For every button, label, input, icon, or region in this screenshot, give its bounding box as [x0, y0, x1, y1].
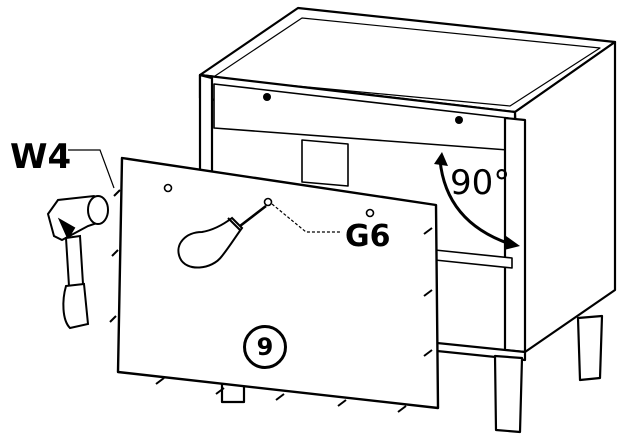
panel-screws: [163, 183, 375, 218]
step-number-badge: 9: [243, 325, 287, 369]
leg-front-right: [493, 354, 524, 434]
screwdriver-icon: [177, 204, 267, 269]
hammer-icon: [46, 194, 109, 330]
cabinet-right-stile: [503, 116, 527, 354]
cabinet-shelf: [434, 249, 513, 269]
angle-label: 90°: [450, 163, 511, 203]
angle-arc: [434, 152, 520, 250]
nails: [109, 189, 433, 413]
back-panel: [116, 156, 440, 410]
leg-back-right: [576, 314, 604, 382]
cabinet-top-inner: [211, 17, 601, 107]
w4-leader-line: [68, 149, 115, 189]
cabinet-divider: [301, 139, 349, 187]
screw-holes: [263, 93, 463, 124]
part-label-w4: W4: [10, 137, 72, 177]
part-label-g6: G6: [345, 219, 391, 254]
